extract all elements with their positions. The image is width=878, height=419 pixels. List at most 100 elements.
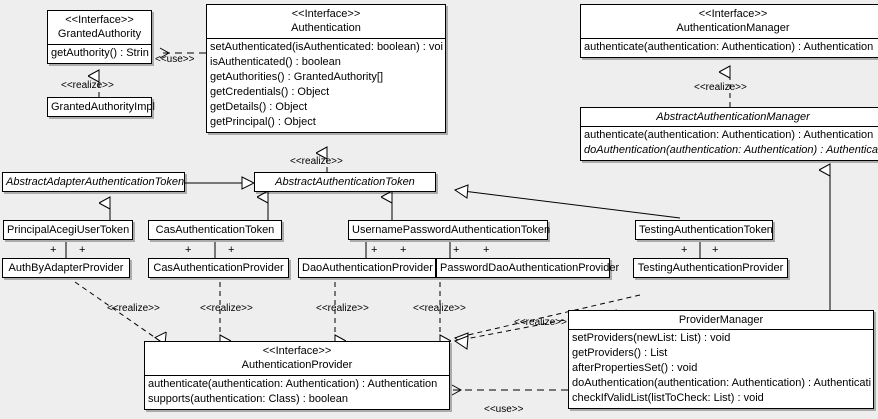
assoc-multiplicity-marker: + bbox=[681, 244, 688, 256]
class-header: CasAuthenticationProvider bbox=[149, 259, 288, 277]
class-name: GrantedAuthorityImpl bbox=[51, 101, 155, 113]
class-password-dao-authentication-provider[interactable]: PasswordDaoAuthenticationProvider bbox=[436, 258, 620, 278]
class-header: GrantedAuthorityImpl bbox=[48, 98, 155, 116]
edge-label-realize-abstract-auth-manager: <<realize>> bbox=[694, 82, 747, 93]
class-members: getAuthority() : String bbox=[48, 44, 151, 63]
edge-label-realize-abstract-auth-token: <<realize>> bbox=[290, 156, 343, 167]
class-abstract-authentication-manager[interactable]: AbstractAuthenticationManager authentica… bbox=[580, 107, 878, 161]
edge-label-use-provider-manager: <<use>> bbox=[484, 404, 524, 415]
edge-label-use-authentication-granted: <<use>> bbox=[155, 54, 195, 65]
class-member: getProviders() : List bbox=[572, 347, 668, 359]
class-name: CasAuthenticationProvider bbox=[153, 262, 284, 274]
class-provider-manager[interactable]: ProviderManager setProviders(newList: Li… bbox=[568, 310, 874, 409]
class-abstract-authentication-token[interactable]: AbstractAuthenticationToken bbox=[254, 172, 436, 192]
class-name: AuthByAdapterProvider bbox=[8, 262, 124, 274]
class-header: <<Interface>> GrantedAuthority bbox=[48, 11, 151, 44]
class-header: TestingAuthenticationProvider bbox=[634, 259, 787, 277]
class-header: <<Interface>> Authentication bbox=[207, 5, 445, 38]
class-stereotype: <<Interface>> bbox=[291, 8, 361, 20]
class-name: AuthenticationProvider bbox=[241, 359, 353, 371]
class-cas-authentication-provider[interactable]: CasAuthenticationProvider bbox=[148, 258, 289, 278]
assoc-multiplicity-marker: + bbox=[50, 244, 57, 256]
class-principal-acegi-user-token[interactable]: PrincipalAcegiUserToken bbox=[3, 220, 133, 240]
class-abstract-adapter-authentication-token[interactable]: AbstractAdapterAuthenticationToken bbox=[2, 172, 185, 192]
class-testing-authentication-token[interactable]: TestingAuthenticationToken bbox=[635, 220, 773, 240]
class-name: TestingAuthenticationToken bbox=[639, 224, 773, 236]
class-username-password-authentication-token[interactable]: UsernamePasswordAuthenticationToken bbox=[348, 220, 551, 240]
class-member: getDetails() : Object bbox=[210, 101, 308, 113]
class-stereotype: <<Interface>> bbox=[698, 8, 768, 20]
class-header: CasAuthenticationToken bbox=[149, 221, 281, 239]
class-members: setAuthenticated(isAuthenticated: boolea… bbox=[207, 38, 445, 132]
class-name: AbstractAdapterAuthenticationToken bbox=[6, 176, 185, 188]
class-member: isAuthenticated() : boolean bbox=[210, 56, 341, 68]
class-member: getCredentials() : Object bbox=[210, 86, 330, 98]
class-name: DaoAuthenticationProvider bbox=[302, 262, 433, 274]
class-stereotype: <<Interface>> bbox=[262, 345, 332, 357]
class-member: checkIfValidList(listToCheck: List) : vo… bbox=[572, 392, 764, 404]
assoc-multiplicity-marker: + bbox=[712, 244, 719, 256]
class-authentication[interactable]: <<Interface>> Authentication setAuthenti… bbox=[206, 4, 446, 133]
edge-label-realize-provider-manager: <<realize>> bbox=[514, 317, 567, 328]
assoc-multiplicity-marker: + bbox=[185, 244, 192, 256]
edge-abstractadaptertoken-extends-abstractauthtoken bbox=[185, 176, 256, 190]
class-granted-authority[interactable]: <<Interface>> GrantedAuthority getAuthor… bbox=[47, 10, 152, 64]
class-authentication-manager[interactable]: <<Interface>> AuthenticationManager auth… bbox=[580, 4, 878, 58]
class-header: PrincipalAcegiUserToken bbox=[4, 221, 132, 239]
class-authentication-provider[interactable]: <<Interface>> AuthenticationProvider aut… bbox=[144, 341, 450, 410]
class-member: doAuthentication(authentication: Authent… bbox=[572, 377, 871, 389]
edge-label-realize-auth-by-adapter: <<realize>> bbox=[107, 303, 160, 314]
class-name: TestingAuthenticationProvider bbox=[637, 262, 784, 274]
class-member: authenticate(authentication: Authenticat… bbox=[584, 129, 874, 141]
class-name: GrantedAuthority bbox=[57, 28, 142, 40]
assoc-multiplicity-marker: + bbox=[79, 244, 86, 256]
class-header: UsernamePasswordAuthenticationToken bbox=[349, 221, 551, 239]
class-member: getAuthority() : String bbox=[51, 47, 149, 59]
class-name: Authentication bbox=[291, 22, 361, 34]
class-header: DaoAuthenticationProvider bbox=[299, 259, 435, 277]
class-name: UsernamePasswordAuthenticationToken bbox=[352, 224, 551, 236]
class-header: <<Interface>> AuthenticationProvider bbox=[145, 342, 449, 375]
class-header: AbstractAdapterAuthenticationToken bbox=[3, 173, 184, 191]
class-header: TestingAuthenticationToken bbox=[636, 221, 773, 239]
class-member: setAuthenticated(isAuthenticated: boolea… bbox=[210, 41, 443, 53]
class-header: AbstractAuthenticationManager bbox=[581, 108, 878, 126]
class-name: CasAuthenticationToken bbox=[155, 224, 275, 236]
class-name: AuthenticationManager bbox=[676, 22, 790, 34]
class-name: AbstractAuthenticationToken bbox=[275, 176, 415, 188]
assoc-multiplicity-marker: + bbox=[453, 244, 460, 256]
class-header: PasswordDaoAuthenticationProvider bbox=[437, 259, 620, 277]
edge-label-realize-dao-provider: <<realize>> bbox=[316, 303, 369, 314]
class-member: supports(authentication: Class) : boolea… bbox=[148, 393, 348, 405]
class-auth-by-adapter-provider[interactable]: AuthByAdapterProvider bbox=[2, 258, 130, 278]
class-dao-authentication-provider[interactable]: DaoAuthenticationProvider bbox=[298, 258, 436, 278]
edge-label-realize-cas-provider: <<realize>> bbox=[200, 303, 253, 314]
edge-label-realize-granted-authority-impl: <<realize>> bbox=[61, 80, 114, 91]
class-name: PrincipalAcegiUserToken bbox=[7, 224, 130, 236]
class-member: getAuthorities() : GrantedAuthority[] bbox=[210, 71, 384, 83]
class-name: AbstractAuthenticationManager bbox=[656, 111, 810, 123]
class-members: authenticate(authentication: Authenticat… bbox=[581, 38, 878, 57]
assoc-multiplicity-marker: + bbox=[400, 244, 407, 256]
class-granted-authority-impl[interactable]: GrantedAuthorityImpl bbox=[47, 97, 155, 117]
assoc-multiplicity-marker: + bbox=[228, 244, 235, 256]
assoc-multiplicity-marker: + bbox=[483, 244, 490, 256]
class-member: authenticate(authentication: Authenticat… bbox=[584, 41, 874, 53]
class-member: afterPropertiesSet() : void bbox=[572, 362, 698, 374]
edge-testingauthtoken-extends-abstractauthtoken bbox=[453, 184, 681, 219]
class-name: PasswordDaoAuthenticationProvider bbox=[440, 262, 620, 274]
class-header: AuthByAdapterProvider bbox=[3, 259, 129, 277]
class-members: authenticate(authentication: Authenticat… bbox=[145, 375, 449, 409]
class-name: ProviderManager bbox=[678, 314, 764, 326]
class-member: doAuthentication(authentication: Authent… bbox=[584, 144, 878, 156]
class-header: ProviderManager bbox=[569, 311, 873, 329]
edge-label-realize-password-dao-provider: <<realize>> bbox=[413, 303, 466, 314]
class-members: setProviders(newList: List) : void getPr… bbox=[569, 329, 873, 408]
class-member: authenticate(authentication: Authenticat… bbox=[148, 378, 438, 390]
class-testing-authentication-provider[interactable]: TestingAuthenticationProvider bbox=[633, 258, 788, 278]
assoc-multiplicity-marker: + bbox=[371, 244, 378, 256]
class-cas-authentication-token[interactable]: CasAuthenticationToken bbox=[148, 220, 282, 240]
class-header: AbstractAuthenticationToken bbox=[255, 173, 435, 191]
class-member: setProviders(newList: List) : void bbox=[572, 332, 731, 344]
